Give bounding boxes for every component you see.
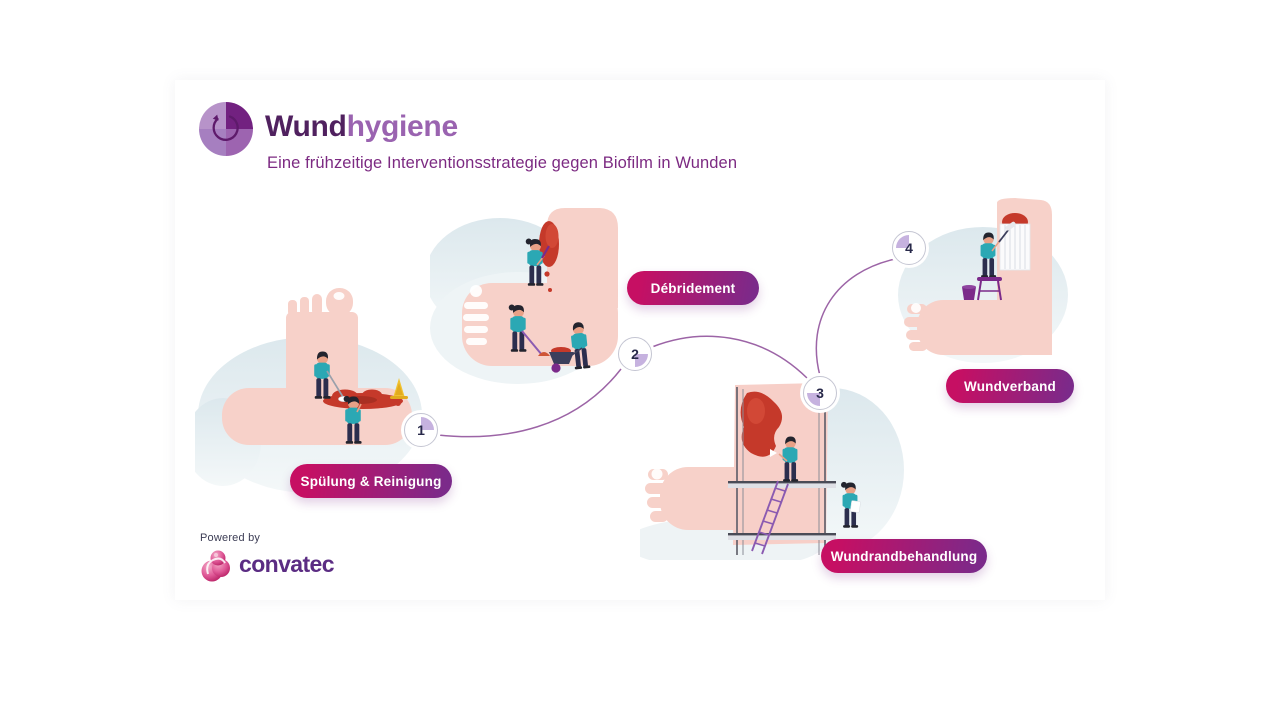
page-title: Wundhygiene — [265, 110, 458, 144]
toenail — [911, 303, 921, 313]
step-badge-spuelung-reinigung: Spülung & Reinigung — [290, 464, 452, 498]
wet-floor-sign — [390, 378, 408, 399]
cleaner-figure — [343, 395, 362, 444]
worker-scraping-wound — [525, 238, 550, 286]
step4-illustration-dressing-application — [898, 198, 1068, 363]
step-stool — [977, 277, 1002, 301]
convatec-swirl-icon — [201, 550, 230, 582]
step-marker-1: 1 — [404, 413, 438, 447]
title-part-dark: Wund — [265, 110, 347, 143]
step3-illustration-wound-edge-scaffold — [640, 383, 904, 560]
step-badge-wundrandbehandlung: Wundrandbehandlung — [821, 539, 987, 573]
title-part-light: hygiene — [346, 110, 459, 143]
convatec-wordmark: convatec — [239, 550, 335, 577]
toenail — [333, 292, 345, 300]
step-number: 1 — [417, 422, 425, 438]
quarter-pie-icon — [896, 235, 922, 261]
ladder — [751, 480, 789, 555]
scaffolding — [728, 387, 836, 555]
convatec-brand: convatec — [199, 546, 335, 582]
worker-applying-dressing — [980, 221, 1016, 278]
quarter-pie-icon — [807, 380, 833, 406]
worker-sweeping — [508, 304, 550, 356]
toenail — [651, 468, 663, 480]
step-marker-2: 2 — [618, 337, 652, 371]
step-marker-4: 4 — [892, 231, 926, 265]
wound-and-dressing — [999, 213, 1031, 271]
wound-edge-marker — [770, 449, 777, 457]
step-number: 2 — [631, 346, 639, 362]
step1-illustration-foot-cleaning — [195, 288, 422, 493]
worker-with-plans — [841, 481, 861, 528]
wundhygiene-logo-icon — [199, 102, 253, 156]
quarter-pie-icon — [622, 341, 648, 367]
quarter-pie-icon — [408, 417, 434, 443]
powered-by-label: Powered by — [200, 532, 261, 544]
step-badge-debridement: Débridement — [627, 271, 759, 305]
step-marker-3: 3 — [803, 376, 837, 410]
worker-with-wheelbarrow — [549, 321, 591, 373]
thumbnail — [470, 285, 482, 297]
step-connector-lines — [437, 258, 896, 438]
step-number: 3 — [816, 385, 824, 401]
infographic-slide: Wundhygiene Eine frühzeitige Interventio… — [175, 80, 1105, 600]
paint-bucket — [962, 285, 976, 300]
page-subtitle: Eine frühzeitige Interventionsstrategie … — [267, 154, 738, 172]
step-number: 4 — [905, 240, 913, 256]
worker-on-scaffold — [778, 436, 799, 482]
step-badge-wundverband: Wundverband — [946, 369, 1074, 403]
step2-illustration-hand-debridement — [430, 208, 618, 384]
wound-wall-panel — [733, 383, 828, 545]
